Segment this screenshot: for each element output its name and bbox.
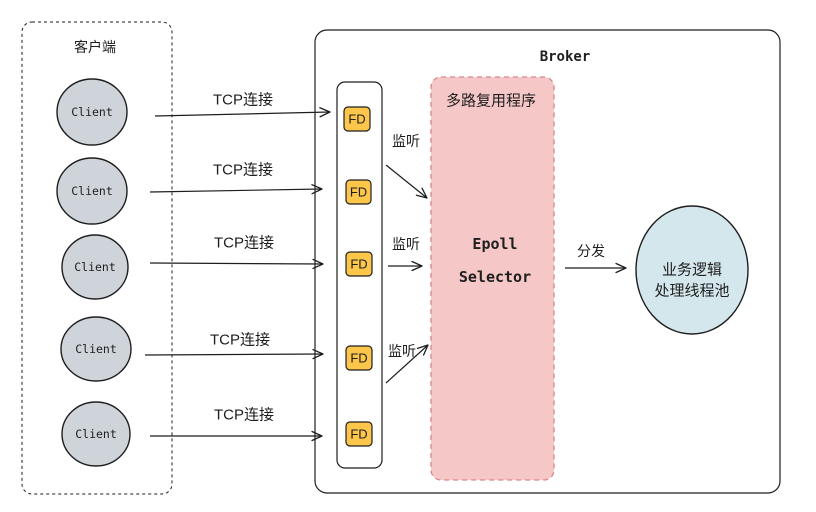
dispatch-label: 分发: [577, 243, 605, 259]
client-node-label: Client: [75, 342, 117, 356]
client-node-shape: [61, 401, 131, 467]
listen-label: 监听: [388, 343, 416, 359]
client-node-shape: [61, 234, 129, 300]
fd-column: FD FD FD FD FD: [336, 81, 383, 469]
tcp-label: TCP连接: [214, 235, 274, 252]
dispatch-edge: 分发: [565, 243, 627, 274]
fd-item: FD: [343, 106, 371, 132]
broker-title: Broker: [540, 49, 591, 65]
worker-pool-line2: 处理线程池: [654, 283, 729, 300]
client-node-label: Client: [71, 184, 113, 198]
client-node-label: Client: [71, 105, 113, 119]
fd-box: [345, 179, 372, 205]
multiplexer-box: [430, 76, 555, 481]
worker-pool: 业务逻辑 处理线程池: [635, 205, 749, 335]
fd-box: [345, 421, 373, 447]
tcp-connection: TCP连接: [144, 332, 324, 360]
fd-box: [343, 106, 371, 132]
fd-item: FD: [345, 345, 373, 371]
tcp-arrow: [154, 107, 331, 118]
tcp-label: TCP连接: [214, 407, 274, 424]
listen-label: 监听: [392, 236, 420, 252]
fd-label: FD: [350, 351, 367, 366]
fd-label: FD: [350, 257, 367, 272]
client-node: Client: [56, 157, 128, 225]
client-node-shape: [56, 157, 128, 225]
listen-edge: 监听: [385, 343, 429, 384]
client-node-label: Client: [74, 260, 116, 274]
listen-arrow: [385, 344, 429, 384]
client-node: Client: [61, 234, 129, 300]
fd-label: FD: [350, 185, 367, 200]
tcp-label: TCP连接: [210, 332, 270, 349]
client-node-label: Client: [75, 427, 117, 441]
tcp-arrow: [144, 348, 324, 360]
tcp-arrow: [149, 258, 324, 270]
client-node: Client: [61, 401, 131, 467]
tcp-connection: TCP连接: [154, 92, 331, 118]
broker: Broker FD FD FD FD FD: [314, 29, 781, 494]
tcp-connections: TCP连接 TCP连接 TCP连接 TCP连接 TCP连接: [144, 92, 331, 442]
worker-pool-line1: 业务逻辑: [662, 262, 722, 279]
client-node: Client: [60, 316, 132, 382]
client-group-title: 客户端: [74, 39, 116, 55]
tcp-label: TCP连接: [213, 162, 273, 179]
client-node-shape: [60, 316, 132, 382]
multiplexer-line1: Epoll: [472, 235, 517, 253]
fd-label: FD: [350, 427, 367, 442]
fd-box: [345, 345, 373, 371]
fd-item: FD: [345, 251, 373, 277]
fd-item: FD: [345, 421, 373, 447]
client-group: 客户端 Client Client Client Client Client: [21, 21, 173, 495]
worker-pool-shape: [635, 205, 749, 335]
multiplexer-line2: Selector: [459, 268, 531, 286]
tcp-connection: TCP连接: [149, 235, 324, 270]
tcp-connection: TCP连接: [149, 162, 323, 195]
listen-edge: 监听: [388, 236, 423, 272]
tcp-connection: TCP连接: [150, 407, 323, 442]
tcp-arrow: [149, 184, 323, 195]
client-node-shape: [56, 78, 128, 146]
listen-edge: 监听: [385, 133, 428, 199]
fd-item: FD: [345, 179, 372, 205]
multiplexer: 多路复用程序 Epoll Selector: [430, 76, 555, 481]
fd-box: [345, 251, 373, 277]
listen-label: 监听: [392, 133, 420, 149]
fd-label: FD: [348, 112, 365, 127]
listen-arrow: [385, 164, 428, 199]
client-node: Client: [56, 78, 128, 146]
tcp-label: TCP连接: [213, 92, 273, 109]
multiplexer-title: 多路复用程序: [446, 92, 536, 110]
